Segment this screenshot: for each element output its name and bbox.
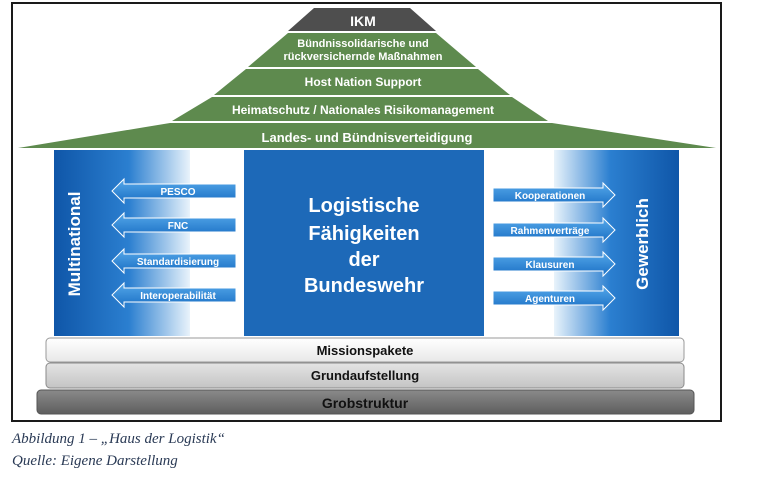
center-line-4: Bundeswehr <box>304 275 424 297</box>
right-pillar-background <box>554 150 679 336</box>
right-arrow-agenturen: Agenturen <box>492 284 616 312</box>
foundation-level1-label: Missionspakete <box>317 343 414 358</box>
roof-row-host-nation-support <box>214 69 510 95</box>
foundation-level2-label: Grundaufstellung <box>311 368 419 383</box>
right-arrow-label: Rahmenverträge <box>511 226 590 237</box>
left-pillar: Multinational PESCO FNC Standardisierung… <box>54 150 237 336</box>
roof-top-label: IKM <box>350 13 376 29</box>
right-arrow-klausuren: Klausuren <box>492 250 616 278</box>
left-arrow-label: PESCO <box>160 187 195 198</box>
right-arrow-rahmenvertraege: Rahmenverträge <box>492 216 616 244</box>
center-line-3: der <box>348 249 379 271</box>
right-arrow-label: Kooperationen <box>515 191 586 202</box>
roof-row-buendnissolidarische <box>248 33 476 67</box>
roof-row2-label: Host Nation Support <box>305 75 422 89</box>
roof: IKM Bündnissolidarische und rückversiche… <box>18 8 716 148</box>
figure-caption: Abbildung 1 – „Haus der Logistik“ <box>12 431 225 447</box>
left-pillar-label: Multinational <box>65 192 84 297</box>
roof-row-landesverteidigung <box>18 123 716 148</box>
center-line-2: Fähigkeiten <box>308 223 419 245</box>
foundation-missionspakete <box>45 337 685 363</box>
left-arrow-fnc: FNC <box>111 211 237 239</box>
roof-row3-label: Heimatschutz / Nationales Risikomanageme… <box>232 103 494 117</box>
left-arrow-label: FNC <box>168 221 189 232</box>
center-block-background <box>244 150 484 336</box>
foundation-grundaufstellung <box>45 362 685 389</box>
foundation-level3-label: Grobstruktur <box>322 395 409 411</box>
center-line-1: Logistische <box>308 195 419 217</box>
foundation-grobstruktur <box>36 389 695 415</box>
left-arrow-standardisierung: Standardisierung <box>111 247 237 275</box>
right-arrow-label: Agenturen <box>525 294 575 305</box>
left-arrow-interoperabilitaet: Interoperabilität <box>111 281 237 309</box>
right-arrow-kooperationen: Kooperationen <box>492 181 616 209</box>
left-arrow-label: Standardisierung <box>137 257 219 268</box>
right-pillar: Gewerblich Kooperationen Rahmenverträge … <box>492 150 679 336</box>
roof-row4-label: Landes- und Bündnisverteidigung <box>262 130 473 145</box>
roof-row1-label-line1: Bündnissolidarische und <box>297 38 428 50</box>
center-block: Logistische Fähigkeiten der Bundeswehr <box>244 150 484 336</box>
foundation: Missionspakete Grundaufstellung Grobstru… <box>36 337 695 415</box>
figure-source: Quelle: Eigene Darstellung <box>12 453 178 469</box>
roof-top-ikm <box>288 8 436 31</box>
roof-row1-label-line2: rückversichernde Maßnahmen <box>284 51 443 63</box>
right-pillar-label: Gewerblich <box>633 198 652 290</box>
right-arrow-label: Klausuren <box>526 260 575 271</box>
left-arrow-label: Interoperabilität <box>140 291 216 302</box>
left-arrow-pesco: PESCO <box>111 177 237 205</box>
roof-row-heimatschutz <box>172 97 548 121</box>
